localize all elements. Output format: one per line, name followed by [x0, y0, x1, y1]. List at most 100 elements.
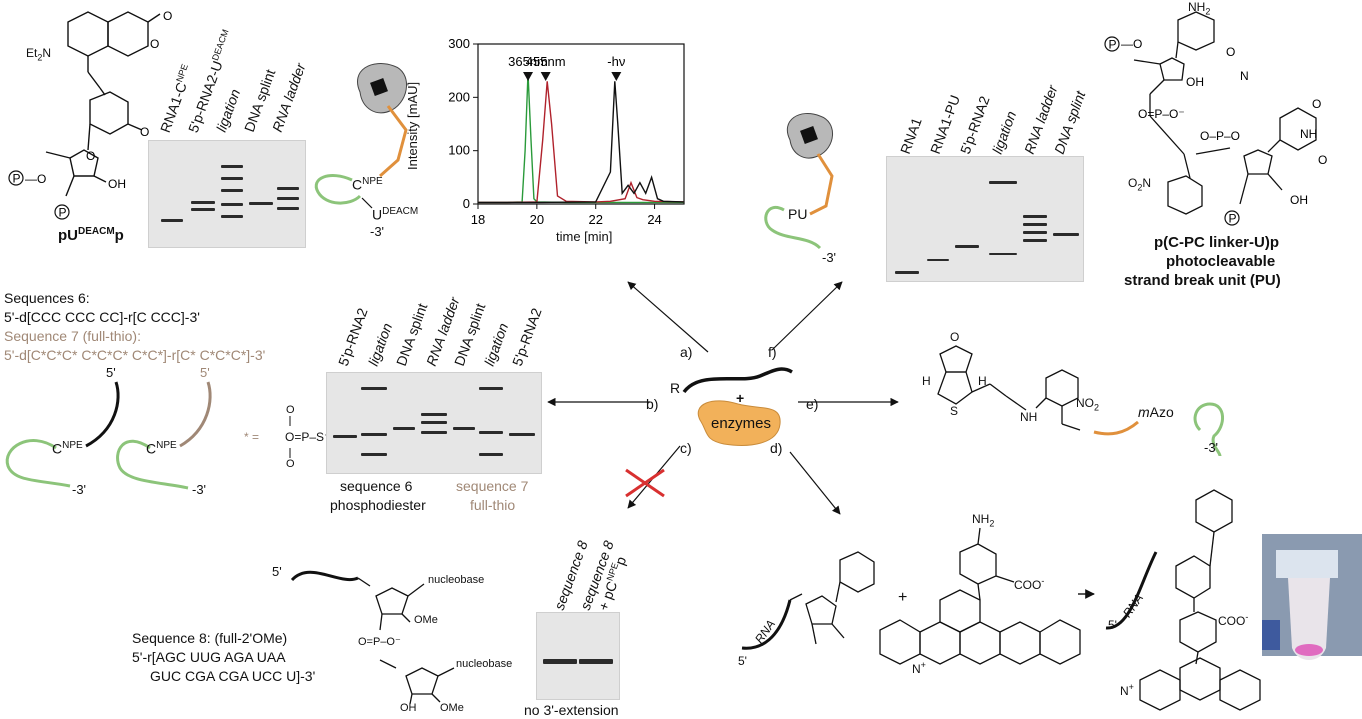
dye-plus: +	[898, 589, 908, 606]
strand1-3end: -3'	[370, 224, 385, 239]
gel3-caption-left-1: sequence 6	[340, 478, 413, 494]
pu-nh2: NH2	[1188, 0, 1211, 17]
route-f-label: f)	[768, 344, 777, 360]
seq8-line1: 5'-r[AGC UUG AGA UAA	[132, 649, 286, 665]
route-b-label: b)	[646, 396, 659, 412]
hairpin1-c: CNPE	[52, 440, 83, 457]
y-tick-label-3: 300	[448, 36, 470, 51]
svg-text:O: O	[163, 9, 172, 23]
strand2-3end: -3'	[822, 250, 837, 265]
y-tick-label-0: 0	[463, 196, 470, 211]
pu-caption-3: strand break unit (PU)	[1124, 272, 1281, 289]
peak-marker-2	[611, 72, 622, 81]
y-tick-label-2: 200	[448, 89, 470, 104]
x-tick-label-0: 18	[471, 212, 485, 227]
svg-text:OH: OH	[1186, 75, 1204, 89]
peak-label-2: -hν	[607, 54, 625, 69]
hairpin2-5end: 5'	[200, 365, 210, 380]
product-nplus: N+	[1120, 682, 1134, 698]
svg-text:O: O	[1312, 97, 1321, 111]
hairpin2-c: CNPE	[146, 440, 177, 457]
biotin-nh: NH	[1020, 410, 1038, 424]
biotin-3end: -3'	[1204, 440, 1219, 455]
enzymes-label: enzymes	[711, 415, 772, 432]
gel3-caption-right-2: full-thio	[470, 497, 516, 513]
r-label: R	[670, 380, 681, 396]
svg-text:P: P	[1229, 212, 1237, 226]
seq7-title: Sequence 7 (full-thio):	[4, 328, 141, 344]
gel-1	[148, 140, 306, 248]
dye-nh2: NH2	[972, 512, 995, 529]
seq8-title: Sequence 8: (full-2'OMe)	[132, 630, 288, 646]
peak-label-0: 365nm	[508, 54, 548, 69]
route-d-label: d)	[770, 440, 783, 456]
phosphate-seq8: O=P–O⁻	[358, 636, 401, 648]
biotin-h2: H	[978, 374, 987, 388]
gel3-caption-right-1: sequence 7	[456, 478, 529, 494]
enzymes-plus: +	[736, 390, 745, 406]
svg-text:P: P	[1109, 38, 1117, 52]
gel-2	[886, 156, 1084, 282]
seq8-5end: 5'	[272, 564, 282, 579]
svg-text:P: P	[59, 206, 67, 220]
strand1-u-label: UDEACM	[372, 206, 419, 223]
dye-nplus: N+	[912, 660, 926, 676]
y-tick-label-1: 100	[448, 143, 470, 158]
x-tick-label-3: 24	[647, 212, 661, 227]
svg-text:OH: OH	[108, 177, 126, 191]
svg-text:NH: NH	[1300, 127, 1317, 141]
hairpin1-5end: 5'	[106, 365, 116, 380]
seq6-sequence: 5'-d[CCC CCC CC]-r[C CCC]-3'	[4, 309, 200, 325]
deacm-compound-label: pUDEACMp	[58, 226, 124, 244]
peak-marker-1	[540, 72, 551, 81]
mazo-label: mAzo	[1138, 404, 1174, 420]
gel-4	[536, 612, 620, 700]
biotin-s: S	[950, 404, 959, 418]
nucleobase-2: nucleobase	[456, 658, 513, 670]
chart-frame	[477, 43, 685, 205]
biotin-no2: NO2	[1076, 396, 1100, 413]
svg-text:O: O	[150, 37, 159, 51]
dye-coo: COO-	[1014, 576, 1045, 592]
rna-5-2: 5'	[1108, 618, 1117, 632]
svg-text:P: P	[13, 172, 21, 186]
pu-o2n: O2N	[1128, 176, 1152, 193]
no-extension-caption: no 3'-extension	[524, 702, 619, 718]
biotin-h1: H	[922, 374, 931, 388]
seq6-title: Sequences 6:	[4, 290, 90, 306]
x-tick-label-1: 20	[530, 212, 544, 227]
peak-label-1: 455nm	[526, 54, 566, 69]
strand1-c-label: CNPE	[352, 176, 383, 193]
et2n-label: Et2N	[26, 46, 52, 63]
x-tick-label-2: 22	[588, 212, 602, 227]
svg-text:O: O	[86, 149, 95, 163]
svg-text:O–P–O: O–P–O	[1200, 129, 1240, 143]
ome-1: OMe	[414, 614, 438, 626]
biotin-o: O	[950, 330, 960, 344]
route-c-label: c)	[680, 440, 692, 456]
star-definition: * =	[244, 430, 260, 444]
chart-xlabel: time [min]	[556, 229, 613, 244]
hairpin2-3end: -3'	[192, 482, 207, 497]
rna-5-1: 5'	[738, 654, 747, 668]
nucleobase-1: nucleobase	[428, 574, 485, 586]
ome-2: OMe	[440, 702, 464, 714]
svg-text:O=P–O⁻: O=P–O⁻	[1138, 107, 1185, 121]
seq7-sequence: 5'-d[C*C*C* C*C*C* C*C*]-r[C* C*C*C*]-3'	[4, 347, 266, 363]
route-a-label: a)	[680, 344, 693, 360]
svg-text:—O: —O	[1121, 37, 1142, 51]
thio-o-top: O	[286, 404, 295, 416]
svg-text:OH: OH	[1290, 193, 1308, 207]
oh-seq8: OH	[400, 702, 417, 714]
seq8-line2: GUC CGA CGA UCC U]-3'	[150, 668, 316, 684]
